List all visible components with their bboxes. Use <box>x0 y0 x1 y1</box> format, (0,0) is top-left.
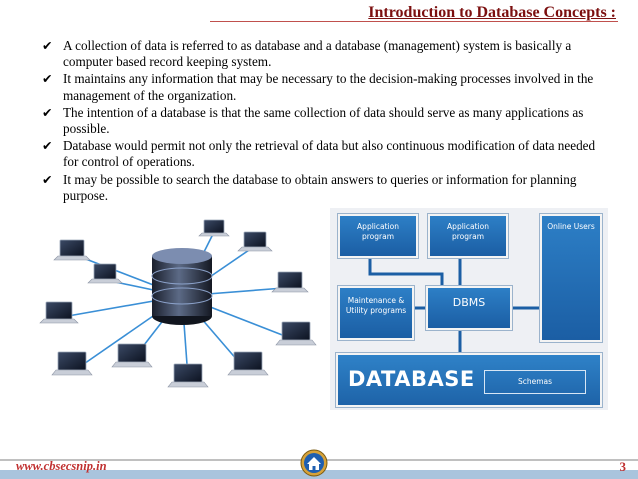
bullet-item: ✔Database would permit not only the retr… <box>42 138 596 170</box>
page-number: 3 <box>619 459 627 474</box>
database-cylinder-icon <box>151 248 213 325</box>
schemas-box: Schemas <box>484 370 586 394</box>
application-program-box-2: Application program <box>428 214 508 258</box>
bullet-item: ✔The intention of a database is that the… <box>42 104 584 137</box>
bullet-item: ✔A collection of data is referred to as … <box>42 38 572 70</box>
title-underline-rule <box>210 21 618 22</box>
dbms-architecture-diagram: Application program Application program … <box>330 208 608 410</box>
title-area: Introduction to Database Concepts : <box>210 4 620 24</box>
checkmark-icon: ✔ <box>42 38 53 53</box>
maintenance-utility-box: Maintenance & Utility programs <box>338 286 414 340</box>
online-users-box: Online Users <box>540 214 602 342</box>
application-program-box-1: Application program <box>338 214 418 258</box>
slide-title: Introduction to Database Concepts : <box>368 4 616 21</box>
bullet-list: ✔A collection of data is referred to as … <box>42 38 612 205</box>
network-database-illustration <box>39 219 317 388</box>
dbms-box: DBMS <box>426 286 512 330</box>
diagram-connectors <box>368 256 540 354</box>
home-icon[interactable] <box>299 449 329 477</box>
database-box: DATABASE Schemas <box>336 353 602 407</box>
bullet-item: ✔It may be possible to search the databa… <box>42 171 577 203</box>
website-link[interactable]: www.cbsecsnip.in <box>16 459 107 473</box>
database-label: DATABASE <box>348 367 475 391</box>
bullet-item: ✔It maintains any information that may b… <box>42 71 594 103</box>
checkmark-icon: ✔ <box>42 171 53 187</box>
checkmark-icon: ✔ <box>42 138 53 154</box>
checkmark-icon: ✔ <box>42 104 53 120</box>
checkmark-icon: ✔ <box>42 71 53 87</box>
